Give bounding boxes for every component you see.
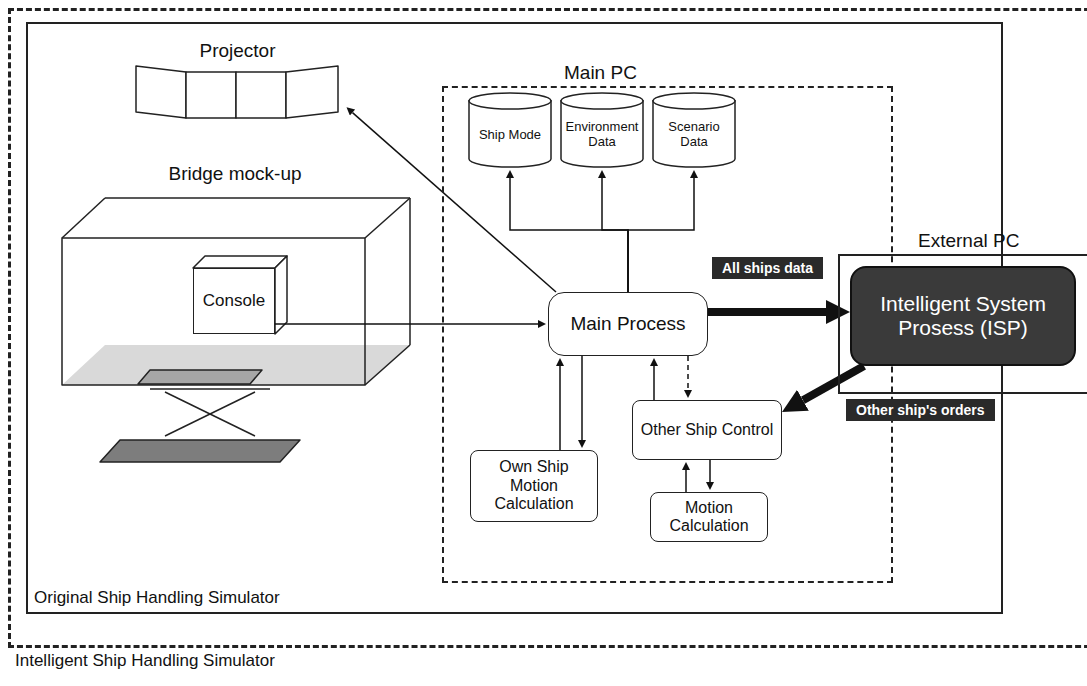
box-label: Scenario Data — [657, 120, 731, 150]
process-box: Intelligent System Prosess (ISP) — [850, 266, 1076, 366]
bridge-edge — [365, 345, 410, 385]
bridge-edge — [409, 198, 411, 345]
connector-arrow — [602, 178, 628, 292]
group-title: Main PC — [564, 62, 637, 84]
screen-panel — [186, 72, 236, 118]
label-holder: Main PC — [564, 62, 637, 84]
box-label: Own Ship Motion Calculation — [477, 458, 591, 513]
connector-arrow — [275, 323, 538, 325]
edge-label: All ships data — [712, 257, 823, 279]
process-box: Main Process — [548, 292, 708, 356]
connector-arrow — [685, 470, 687, 492]
label-holder: Original Ship Handling Simulator — [34, 588, 280, 608]
group-box: Console Bridge mock-up — [55, 163, 415, 498]
group-title: External PC — [918, 230, 1019, 252]
cylinder-body — [653, 100, 735, 167]
label-holder: Bridge mock-up — [55, 163, 415, 185]
data-cylinder: Environment Data — [560, 92, 644, 168]
cylinder-top — [653, 93, 735, 109]
cylinder-body — [469, 100, 551, 167]
data-cylinder: Ship Mode — [468, 92, 552, 168]
bridge-floor — [62, 345, 410, 385]
console-top — [193, 256, 287, 268]
data-flow-arrow — [803, 366, 864, 400]
connector-arrow — [709, 460, 711, 482]
data-flow-arrow — [708, 308, 826, 316]
lift-base — [100, 440, 300, 462]
scissor-arm — [165, 392, 255, 436]
screen-panel — [286, 66, 338, 118]
box-label: Console — [203, 291, 265, 311]
scissor-arm — [165, 392, 255, 436]
group-box: Projector — [130, 40, 345, 118]
screen-panel — [136, 66, 186, 118]
projector-screens — [136, 66, 338, 118]
group-box: Intelligent System Prosess (ISP)External… — [838, 254, 1087, 394]
screen-panel — [236, 72, 286, 118]
bridge-edge — [365, 198, 410, 238]
label-holder: Intelligent Ship Handling Simulator — [15, 651, 275, 671]
bridge-front — [62, 238, 365, 385]
process-box: Own Ship Motion Calculation — [470, 450, 598, 522]
group-title: Intelligent Ship Handling Simulator — [15, 651, 275, 671]
group-box: Ship Mode Environment Data Scenario DataMa… — [442, 86, 893, 583]
box-label: Other Ship Control — [641, 421, 774, 439]
cylinder-top — [561, 93, 643, 109]
process-box: Other Ship Control — [632, 400, 782, 460]
scissor-arm — [150, 388, 270, 390]
group-title: Bridge mock-up — [55, 163, 415, 185]
connector-arrow — [653, 366, 655, 400]
connector-arrow — [559, 366, 561, 450]
edge-label: Other ship's orders — [846, 399, 995, 421]
box-label: Motion Calculation — [657, 499, 761, 536]
cylinder-body — [561, 100, 643, 167]
group-title: Projector — [130, 40, 345, 62]
bridge-edge — [62, 198, 105, 238]
connector-arrow — [353, 113, 556, 292]
bridge-drawing — [62, 198, 410, 462]
connector-arrow — [628, 178, 694, 292]
box-label: Intelligent System Prosess (ISP) — [858, 292, 1068, 340]
bridge-edge — [105, 197, 410, 199]
connector-arrow — [510, 178, 628, 292]
box-label: Main Process — [570, 313, 685, 335]
connector-arrow — [687, 356, 689, 390]
box-label: Environment Data — [565, 120, 639, 150]
connector-arrow — [581, 356, 583, 440]
process-box: Motion Calculation — [650, 492, 768, 542]
data-cylinder: Scenario Data — [652, 92, 736, 168]
process-box: Console — [193, 268, 275, 334]
group-box: Ship ModeEnvironment DataScenario DataMa… — [8, 8, 1087, 648]
label-holder: External PC — [918, 230, 1019, 252]
label-holder: Projector — [130, 40, 345, 62]
motion-plate — [138, 370, 262, 384]
group-title: Original Ship Handling Simulator — [34, 588, 280, 608]
console-side — [275, 256, 287, 334]
box-label: Ship Mode — [479, 128, 541, 143]
cylinder-top — [469, 93, 551, 109]
